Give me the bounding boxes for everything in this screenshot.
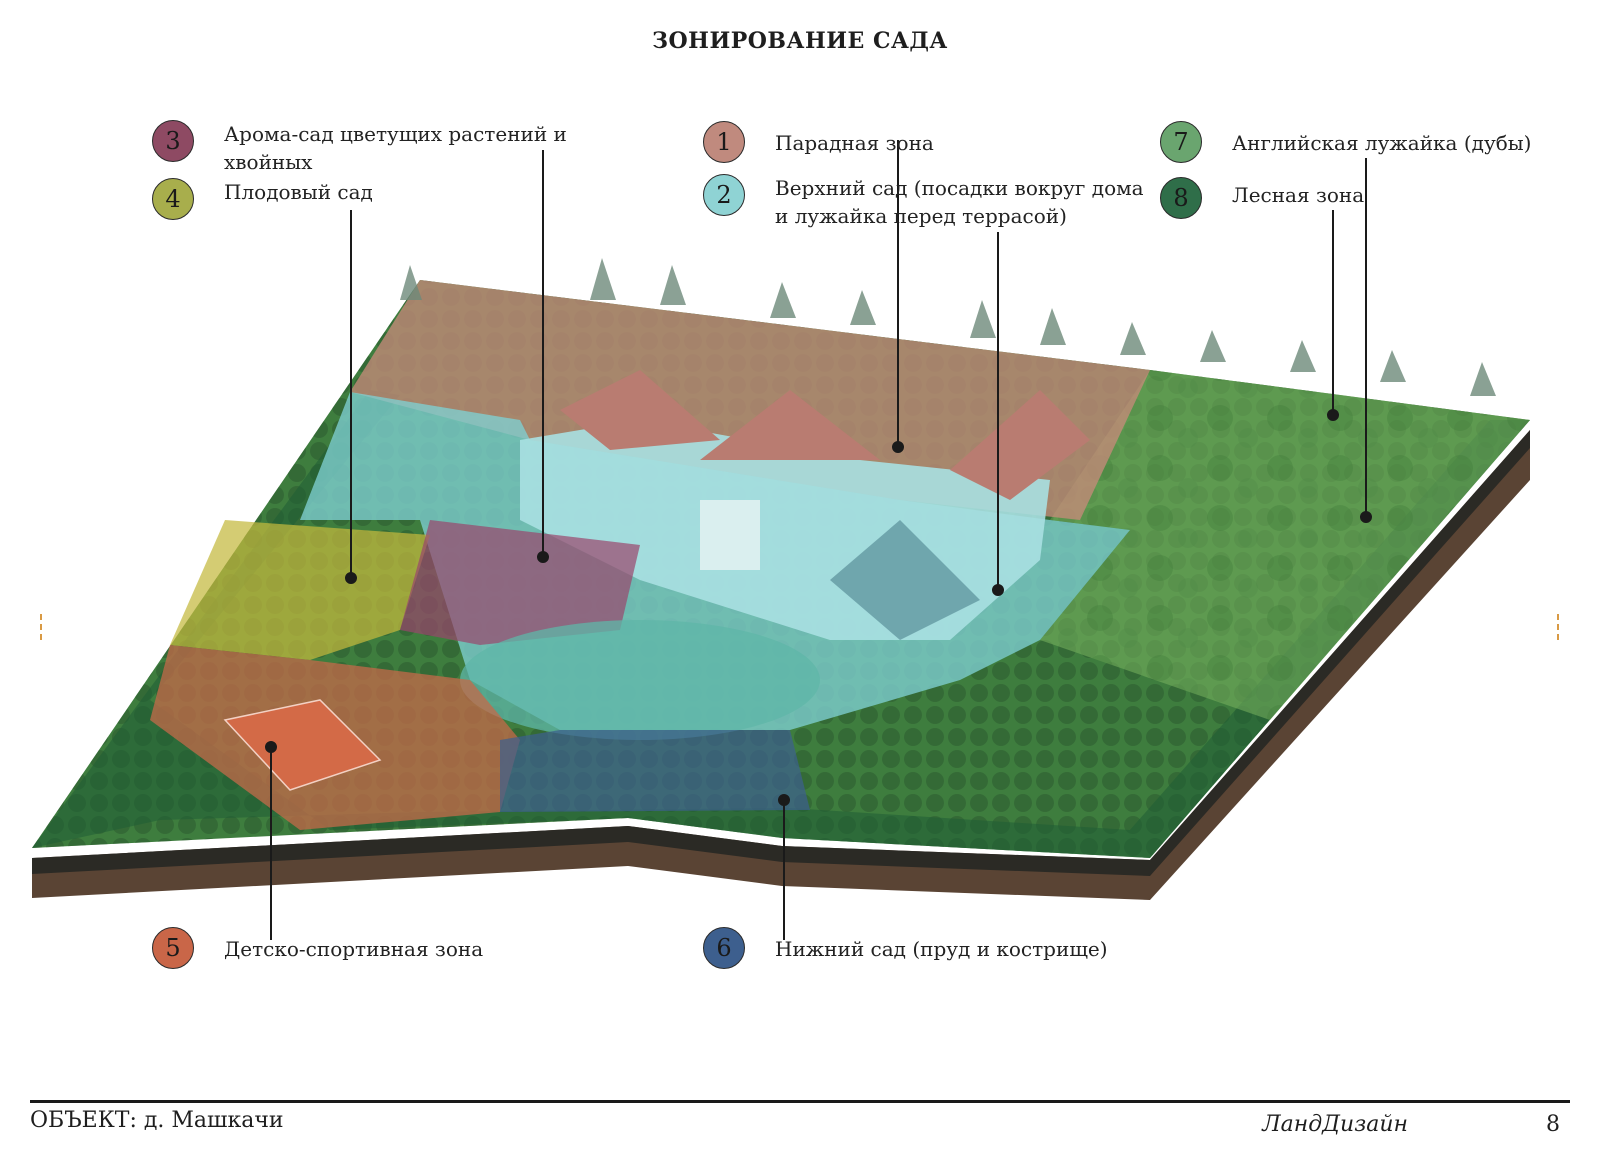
zone-label-1: Парадная зона: [775, 131, 934, 155]
zone-badge-3: 3: [152, 120, 194, 162]
legend-zone-2: 2 Верхний сад (посадки вокруг дома и луж…: [703, 174, 1155, 230]
tree-line: [400, 258, 1496, 396]
zone-label-7: Английская лужайка (дубы): [1232, 131, 1532, 155]
footer-divider: [30, 1100, 1570, 1103]
zone-badge-1: 1: [703, 121, 745, 163]
zone-4-area: [170, 520, 430, 660]
zone-6-area: [500, 730, 810, 812]
zone-badge-7: 7: [1160, 121, 1202, 163]
zone-badge-8: 8: [1160, 177, 1202, 219]
zone-label-2: Верхний сад (посадки вокруг дома и лужай…: [775, 176, 1144, 228]
zone-label-3: Арома-сад цветущих растений и хвойных: [224, 122, 567, 174]
zone-1-area: [350, 280, 1150, 520]
zone-badge-4: 4: [152, 178, 194, 220]
zone-3-area: [400, 520, 640, 645]
zone-badge-5: 5: [152, 927, 194, 969]
legend-zone-7: 7 Английская лужайка (дубы): [1160, 121, 1531, 163]
legend-zone-8: 8 Лесная зона: [1160, 177, 1364, 219]
zone-label-5: Детско-спортивная зона: [224, 937, 484, 961]
zone-label-4: Плодовый сад: [224, 180, 373, 204]
footer-brand: ЛандДизайн: [1262, 1112, 1408, 1137]
zone-label-8: Лесная зона: [1232, 183, 1365, 207]
terrace-lawn: [460, 620, 820, 740]
zone-badge-6: 6: [703, 927, 745, 969]
page-title: ЗОНИРОВАНИЕ САДА: [652, 28, 948, 54]
zone-badge-2: 2: [703, 174, 745, 216]
footer-object: ОБЪЕКТ: д. Машкачи: [30, 1108, 284, 1133]
tennis-court: [223, 699, 382, 791]
leader-lines: [265, 140, 1372, 940]
zone-label-6: Нижний сад (пруд и кострище): [775, 937, 1108, 961]
legend-zone-6: 6 Нижний сад (пруд и кострище): [703, 927, 1108, 969]
zone-8-area: [32, 390, 1530, 858]
left-fold-mark: [40, 614, 44, 640]
house: [520, 370, 1090, 640]
right-fold-mark: [1557, 614, 1561, 640]
site-base: [32, 430, 1530, 900]
page-number: 8: [1546, 1112, 1560, 1137]
legend-zone-5: 5 Детско-спортивная зона: [152, 927, 483, 969]
legend-zone-1: 1 Парадная зона: [703, 121, 934, 163]
legend-zone-3: 3 Арома-сад цветущих растений и хвойных: [152, 120, 574, 176]
legend-zone-4: 4 Плодовый сад: [152, 178, 373, 220]
